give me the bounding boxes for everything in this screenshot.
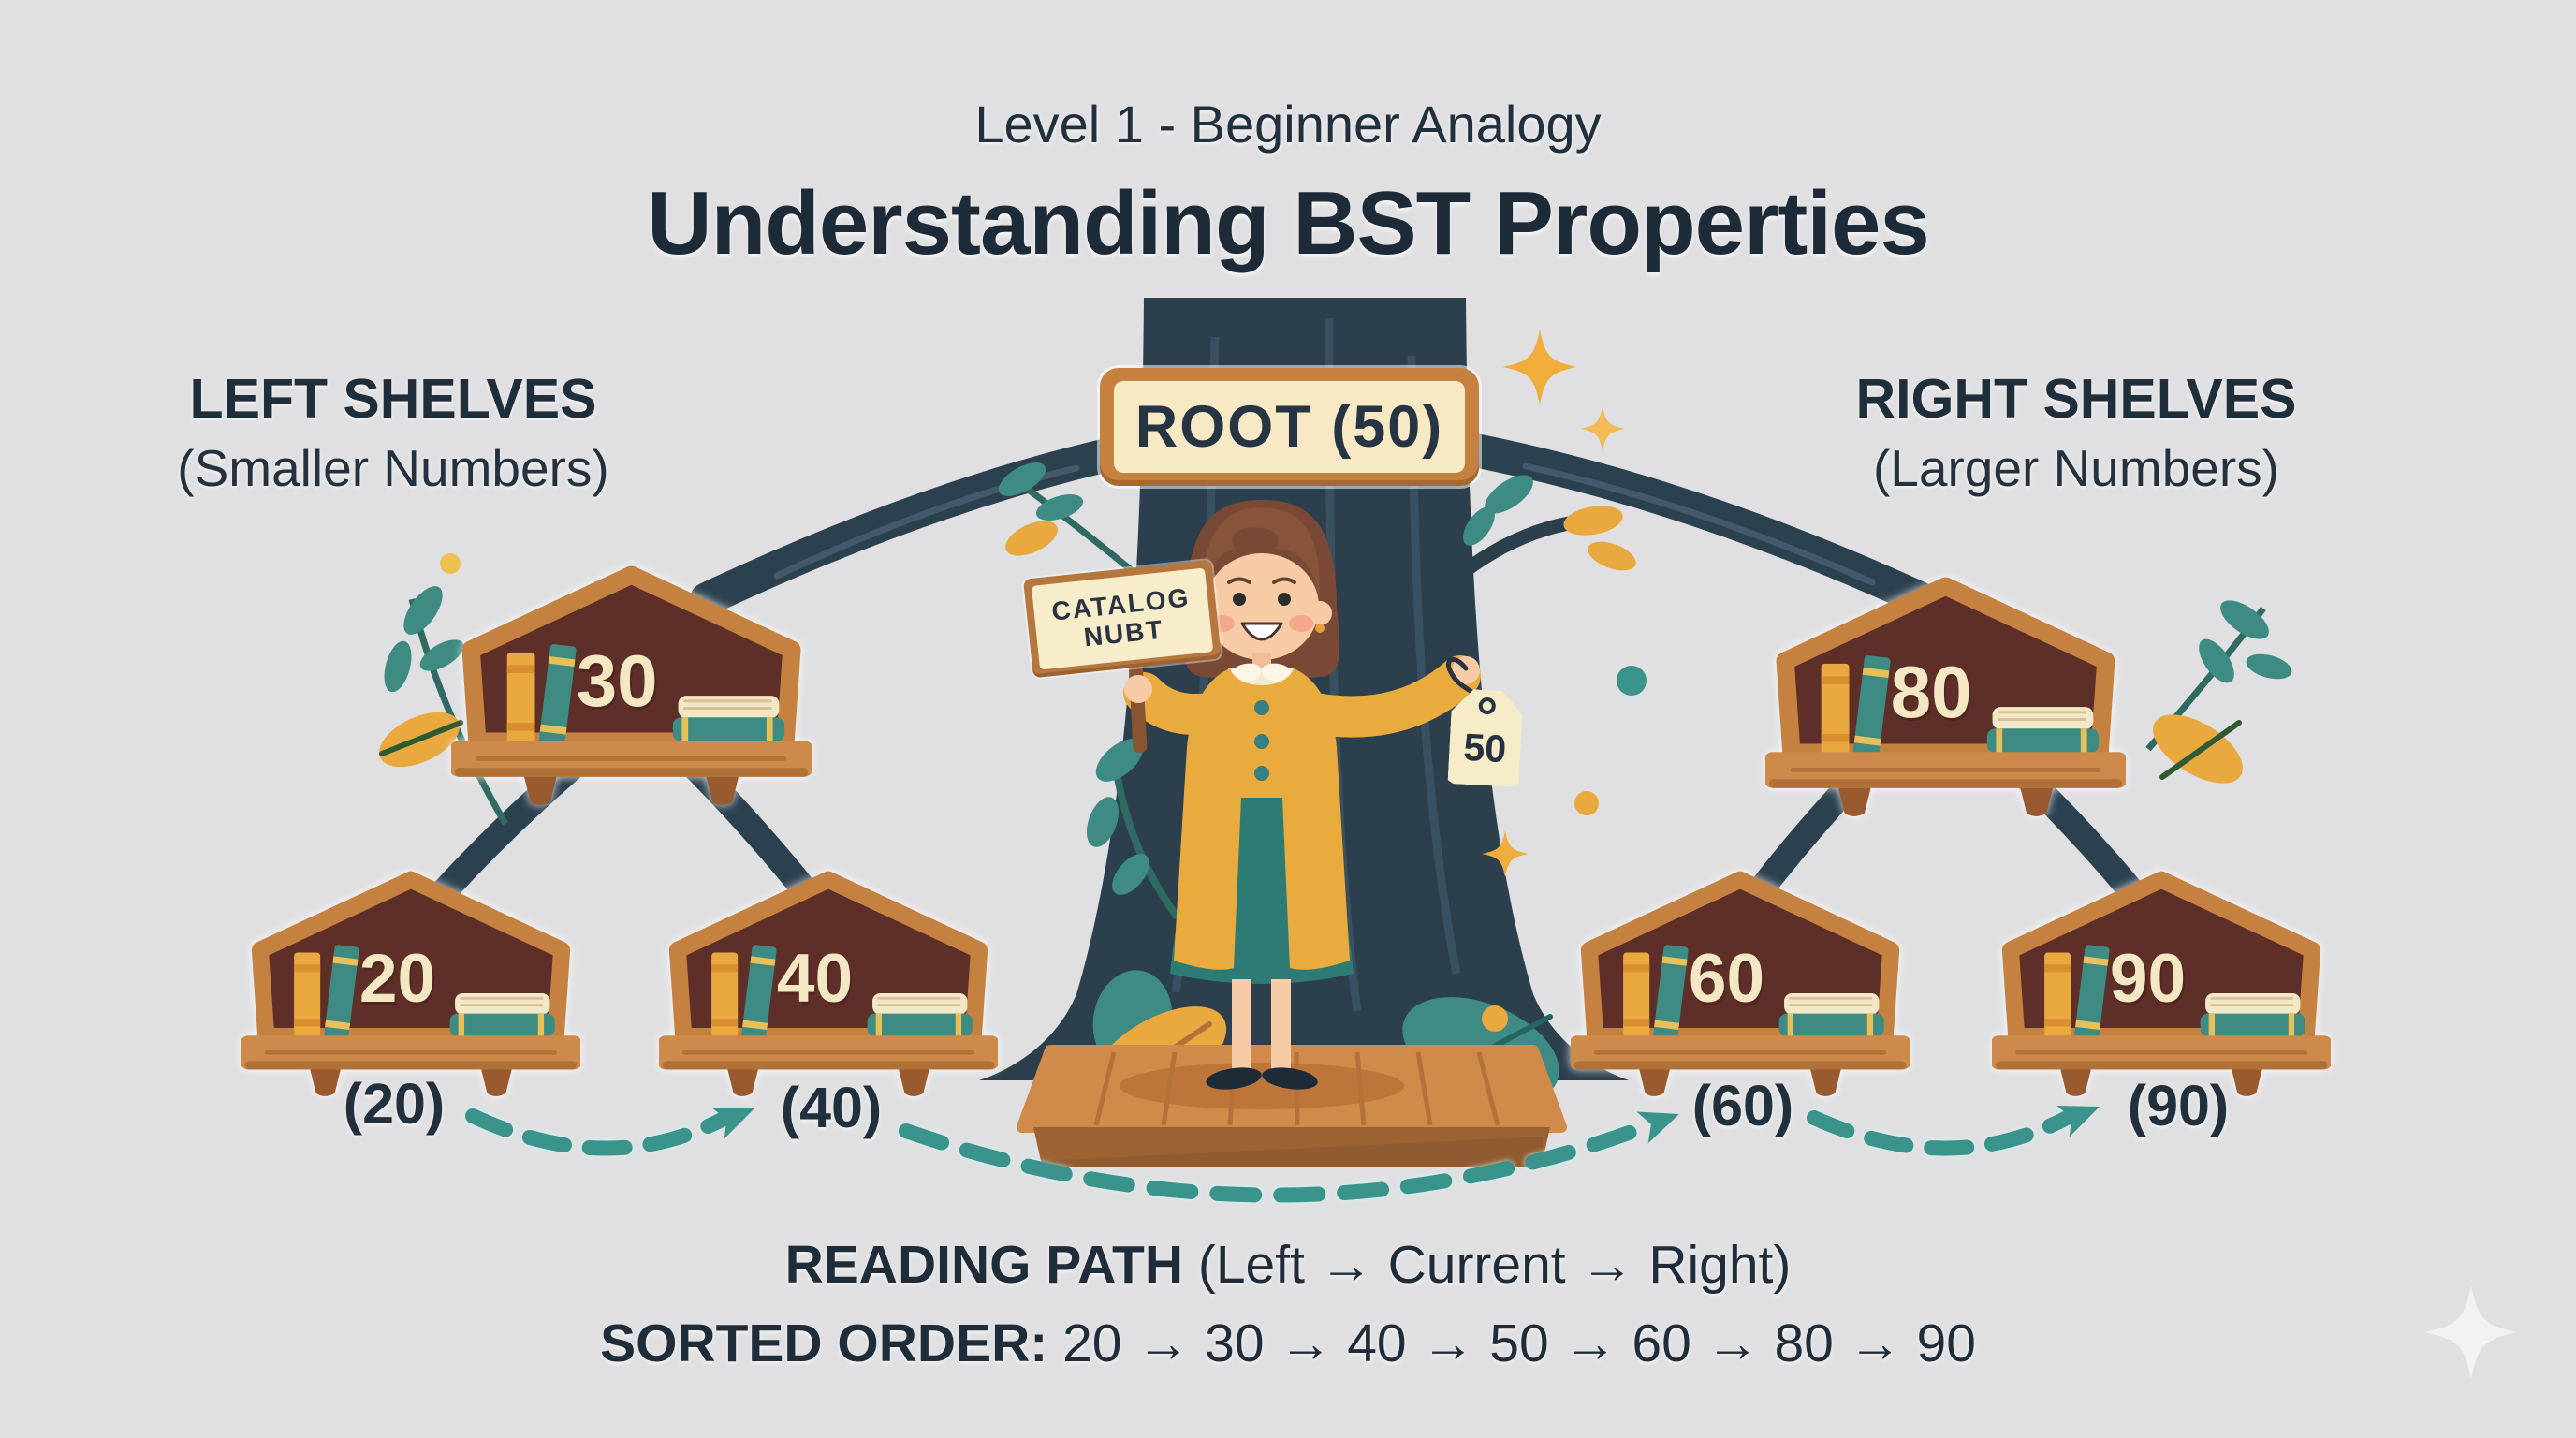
right-shelves-sublabel: (Larger Numbers) — [1872, 439, 2279, 497]
reading-path-arrows — [465, 1106, 2100, 1203]
shelf-node-80: 80 — [1765, 573, 2126, 821]
tag-value: 50 — [1462, 725, 1508, 771]
path-label-90: (90) — [2127, 1074, 2230, 1137]
tag-hole — [1478, 697, 1496, 715]
reading-path-heading: READING PATH — [784, 1235, 1184, 1295]
reading-path-line: READING PATH (Left → Current → Right) — [352, 1234, 2224, 1296]
right-shelves-label-block: RIGHT SHELVES (Larger Numbers) — [1777, 367, 2376, 498]
reading-path-detail: (Left → Current → Right) — [1183, 1235, 1792, 1295]
shelf-number-40: 40 — [776, 940, 854, 1017]
path-label-40: (40) — [780, 1076, 883, 1139]
shelf-number-20: 20 — [359, 940, 436, 1017]
left-shelves-label: LEFT SHELVES — [189, 368, 597, 430]
wooden-platform — [1017, 1045, 1567, 1167]
librarian-character — [1123, 500, 1486, 1090]
catalog-sign: CATALOG NUBT — [1023, 559, 1222, 679]
shelf-node-60: 60 — [1571, 867, 1910, 1101]
path-label-20: (20) — [343, 1072, 446, 1136]
catalog-sign-board: CATALOG NUBT — [1031, 567, 1214, 670]
left-shelves-sublabel: (Smaller Numbers) — [177, 439, 609, 497]
shelf-node-20: 20 — [242, 867, 580, 1101]
path-label-60: (60) — [1691, 1074, 1794, 1137]
foliage — [379, 462, 2292, 1151]
sorted-order-line: SORTED ORDER: 20 → 30 → 40 → 50 → 60 → 8… — [352, 1313, 2224, 1374]
sparkle-decorations — [1482, 330, 2518, 1379]
sorted-order-heading: SORTED ORDER: — [600, 1313, 1048, 1373]
root-sign-text: ROOT (50) — [1134, 394, 1444, 460]
shelf-number-60: 60 — [1688, 940, 1765, 1017]
shelf-node-90: 90 — [1992, 867, 2331, 1101]
shelf-node-30: 30 — [451, 562, 812, 810]
shelf-number-80: 80 — [1890, 651, 1972, 734]
root-sign-board: ROOT (50) — [1114, 381, 1465, 473]
page-title: Understanding BST Properties — [647, 173, 1930, 273]
right-shelves-label: RIGHT SHELVES — [1855, 368, 2297, 430]
page-subtitle: Level 1 - Beginner Analogy — [974, 95, 1602, 154]
root-sign: ROOT (50) — [1100, 368, 1479, 486]
shelf-number-30: 30 — [576, 639, 658, 723]
shelf-number-90: 90 — [2109, 940, 2187, 1017]
shelf-node-40: 40 — [659, 867, 998, 1101]
sorted-order-sequence: 20 → 30 → 40 → 50 → 60 → 80 → 90 — [1047, 1313, 1976, 1373]
left-shelves-label-block: LEFT SHELVES (Smaller Numbers) — [94, 367, 693, 498]
